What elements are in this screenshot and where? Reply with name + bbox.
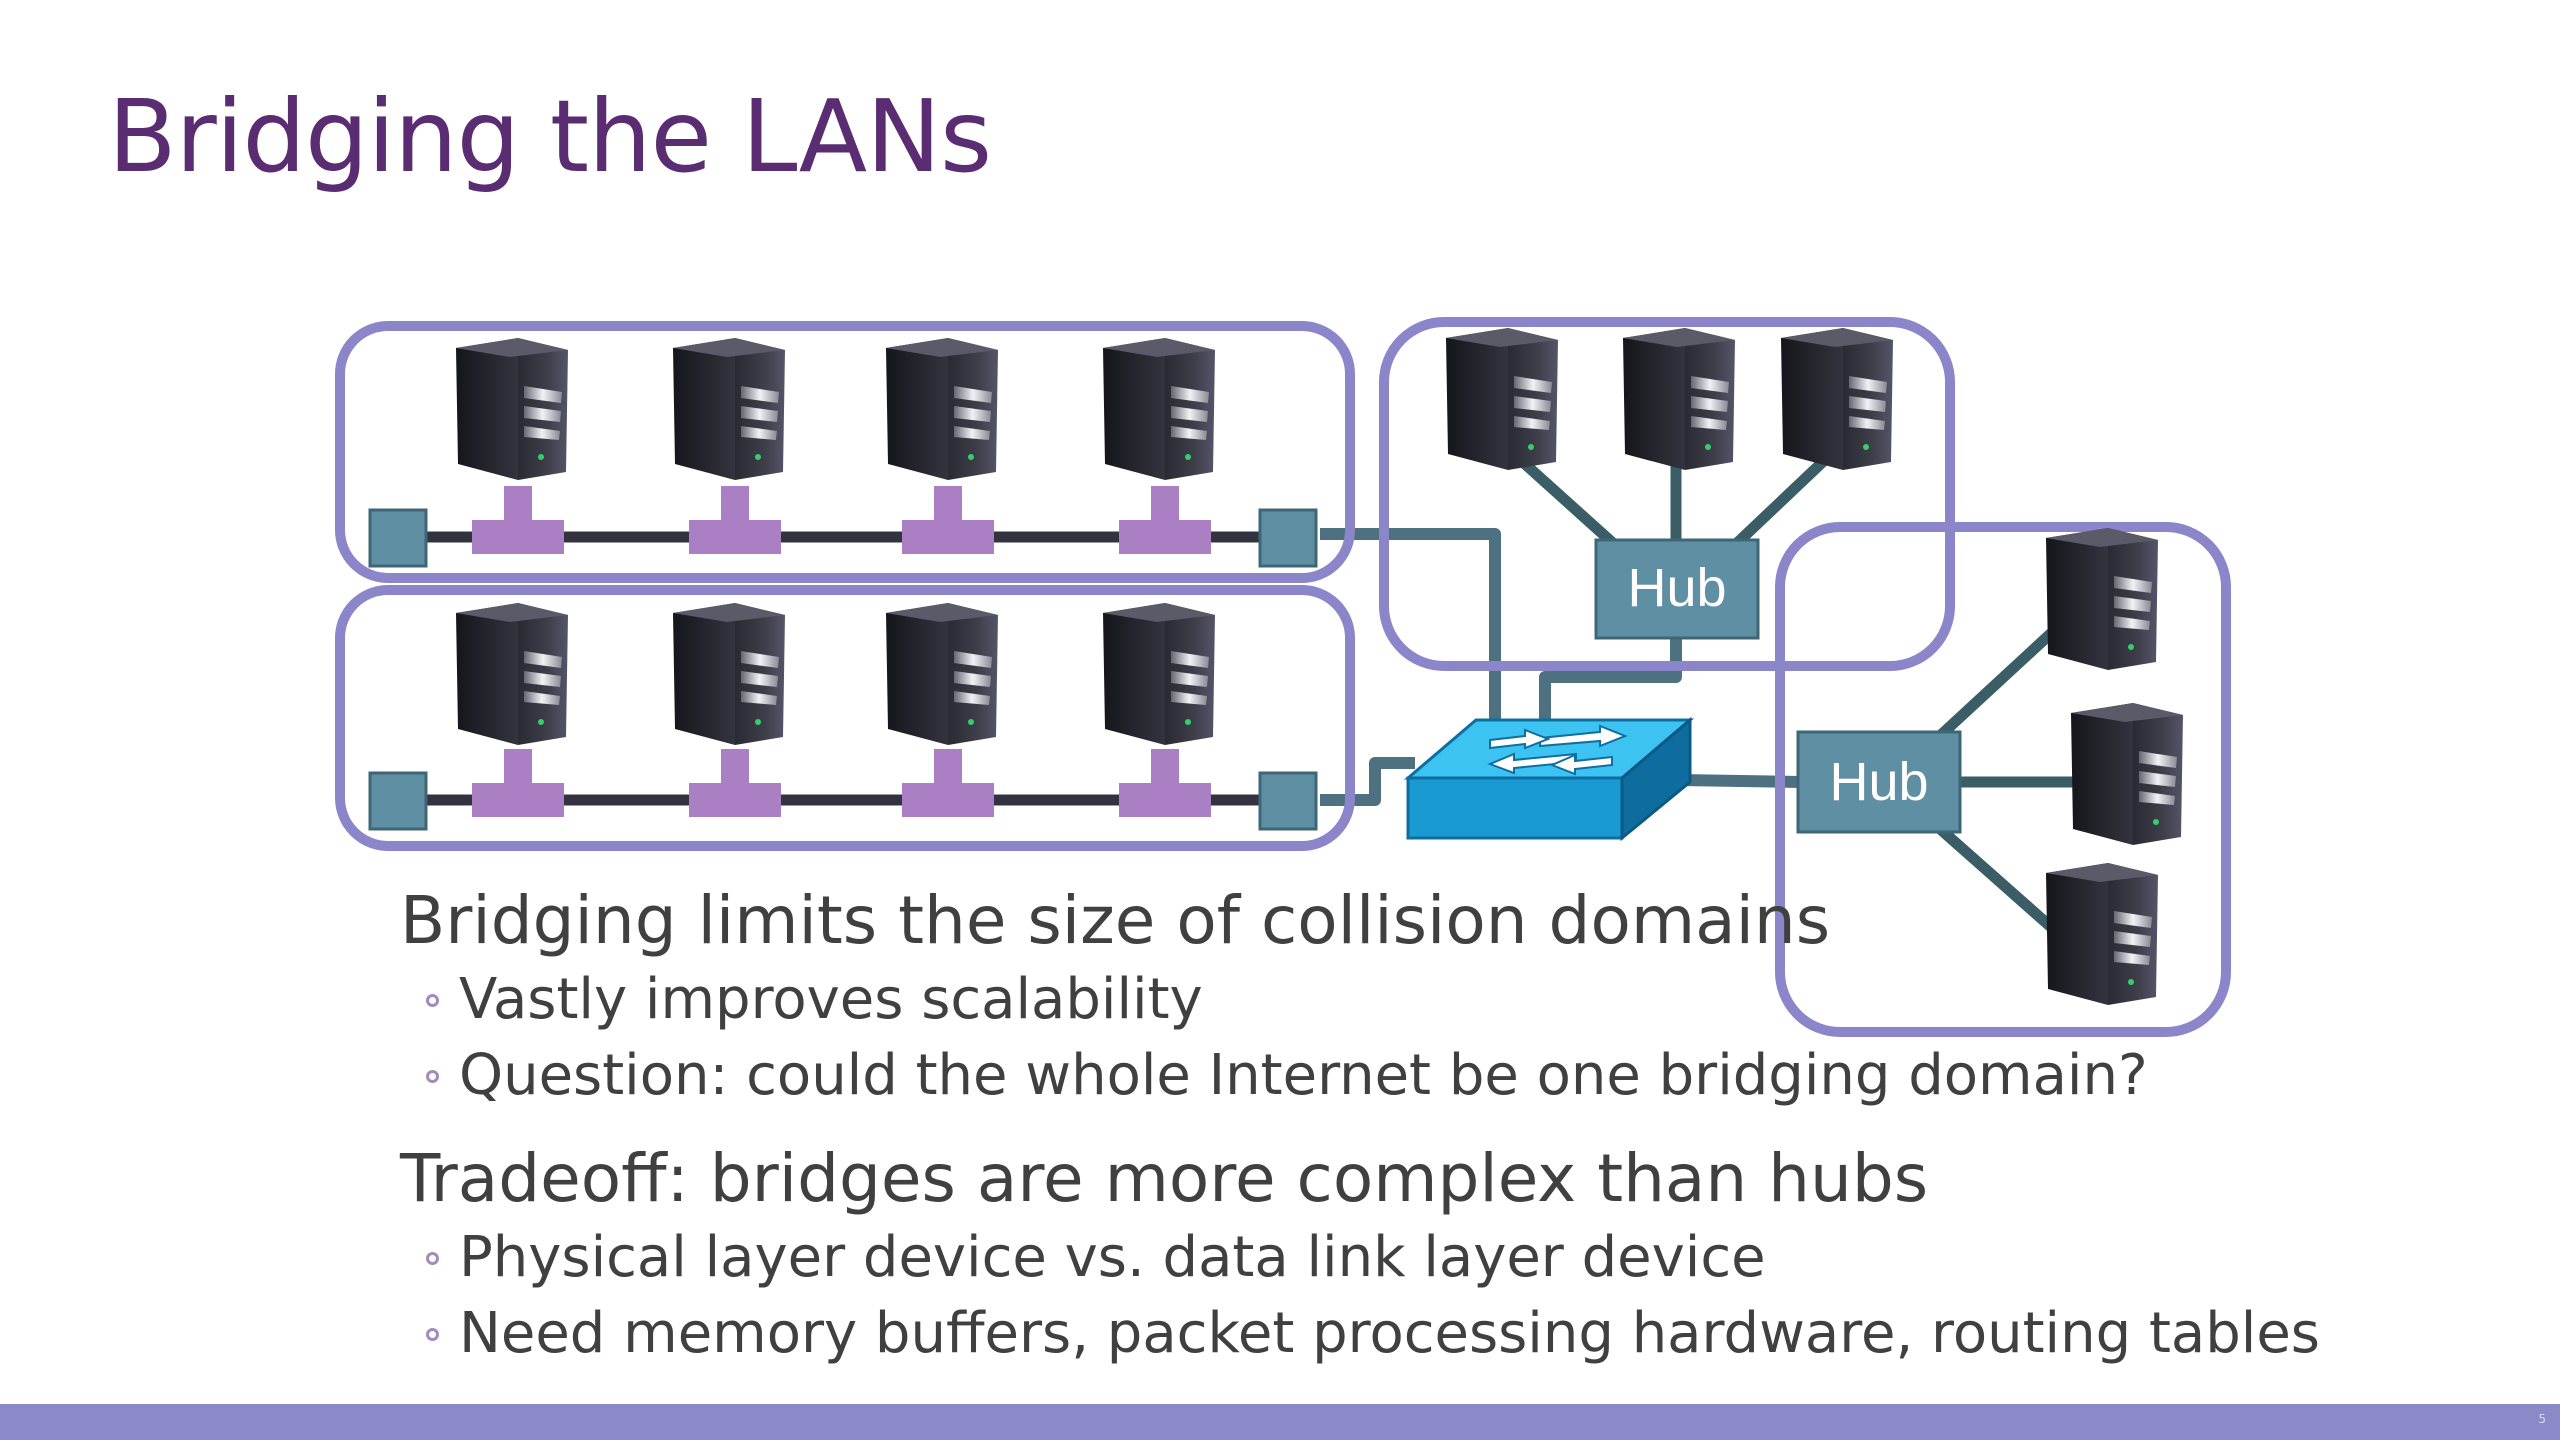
cable-lan1-to-switch — [1320, 528, 1501, 745]
bullet-dot-icon — [426, 1069, 439, 1083]
bullet-dot-icon — [426, 1327, 439, 1341]
lan-1-terminator-left — [368, 508, 428, 568]
bullet-1-sub-2-text: Question: could the whole Internet be on… — [459, 1043, 2148, 1108]
lan-2-tap — [902, 749, 994, 817]
bullet-dot-icon — [426, 993, 439, 1007]
lan-2-terminator-right — [1258, 771, 1318, 831]
bullet-dot-icon — [426, 1251, 439, 1265]
lan-1-tap — [902, 486, 994, 554]
server-icon — [1623, 328, 1735, 470]
server-icon — [2071, 703, 2183, 845]
server-icon — [2046, 528, 2158, 670]
hub-1-outline — [1379, 317, 1955, 671]
lan-1-tap — [472, 486, 564, 554]
lan-1-outline — [335, 321, 1355, 583]
bullet-2-sub-1-text: Physical layer device vs. data link laye… — [459, 1225, 1766, 1290]
server-icon — [673, 338, 785, 480]
hub-2-outline — [1775, 522, 2231, 1037]
bullet-2: Tradeoff: bridges are more complex than … — [400, 1140, 1929, 1217]
bullet-1-sub-1-text: Vastly improves scalability — [459, 967, 1203, 1032]
hub-1-segment: Hub — [1379, 317, 1955, 671]
bullet-2-sub-1: Physical layer device vs. data link laye… — [400, 1230, 2320, 1286]
hub-1-link — [1731, 451, 1834, 549]
bullet-2-sub-2: Need memory buffers, packet processing h… — [400, 1306, 2320, 1362]
server-icon — [456, 603, 568, 745]
lan-2-tap — [689, 749, 781, 817]
slide-title: Bridging the LANs — [108, 78, 992, 195]
switch-icon — [1403, 716, 1695, 842]
server-icon — [1103, 338, 1215, 480]
hub-2-box — [1796, 730, 1962, 834]
lan-1-tap — [689, 486, 781, 554]
hub-2-link — [1926, 620, 2064, 750]
server-icon — [456, 338, 568, 480]
lan-segment-2 — [335, 585, 1355, 851]
server-icon — [886, 338, 998, 480]
bullet-list: Bridging limits the size of collision do… — [400, 888, 2320, 1362]
cable-hub1-to-switch — [1539, 635, 1682, 730]
server-icon — [1446, 328, 1558, 470]
slide-number: 5 — [2538, 1412, 2546, 1426]
lan-1-terminator-right — [1258, 508, 1318, 568]
lan-2-tap — [472, 749, 564, 817]
cable-lan2-to-switch — [1320, 757, 1415, 806]
server-icon — [673, 603, 785, 745]
server-icon — [1781, 328, 1893, 470]
lan-1-tap — [1119, 486, 1211, 554]
bullet-1-sub-1: Vastly improves scalability — [400, 972, 2320, 1028]
hub-2-segment: Hub — [1775, 522, 2231, 1037]
lan-segment-1 — [335, 321, 1355, 583]
hub-1-box — [1594, 538, 1760, 640]
bullet-2-sub-2-text: Need memory buffers, packet processing h… — [459, 1301, 2320, 1366]
lan-2-outline — [335, 585, 1355, 851]
bullet-1: Bridging limits the size of collision do… — [400, 882, 1831, 959]
lan-2-tap — [1119, 749, 1211, 817]
hub-2-link — [1926, 815, 2064, 940]
hub-1-link — [1511, 450, 1619, 550]
lan-2-terminator-left — [368, 771, 428, 831]
bullet-1-sub-2: Question: could the whole Internet be on… — [400, 1048, 2320, 1104]
server-icon — [886, 603, 998, 745]
hub-1-label: Hub — [1627, 558, 1726, 618]
server-icon — [1103, 603, 1215, 745]
footer-bar: 5 — [0, 1404, 2560, 1440]
hub-2-label: Hub — [1829, 752, 1928, 812]
